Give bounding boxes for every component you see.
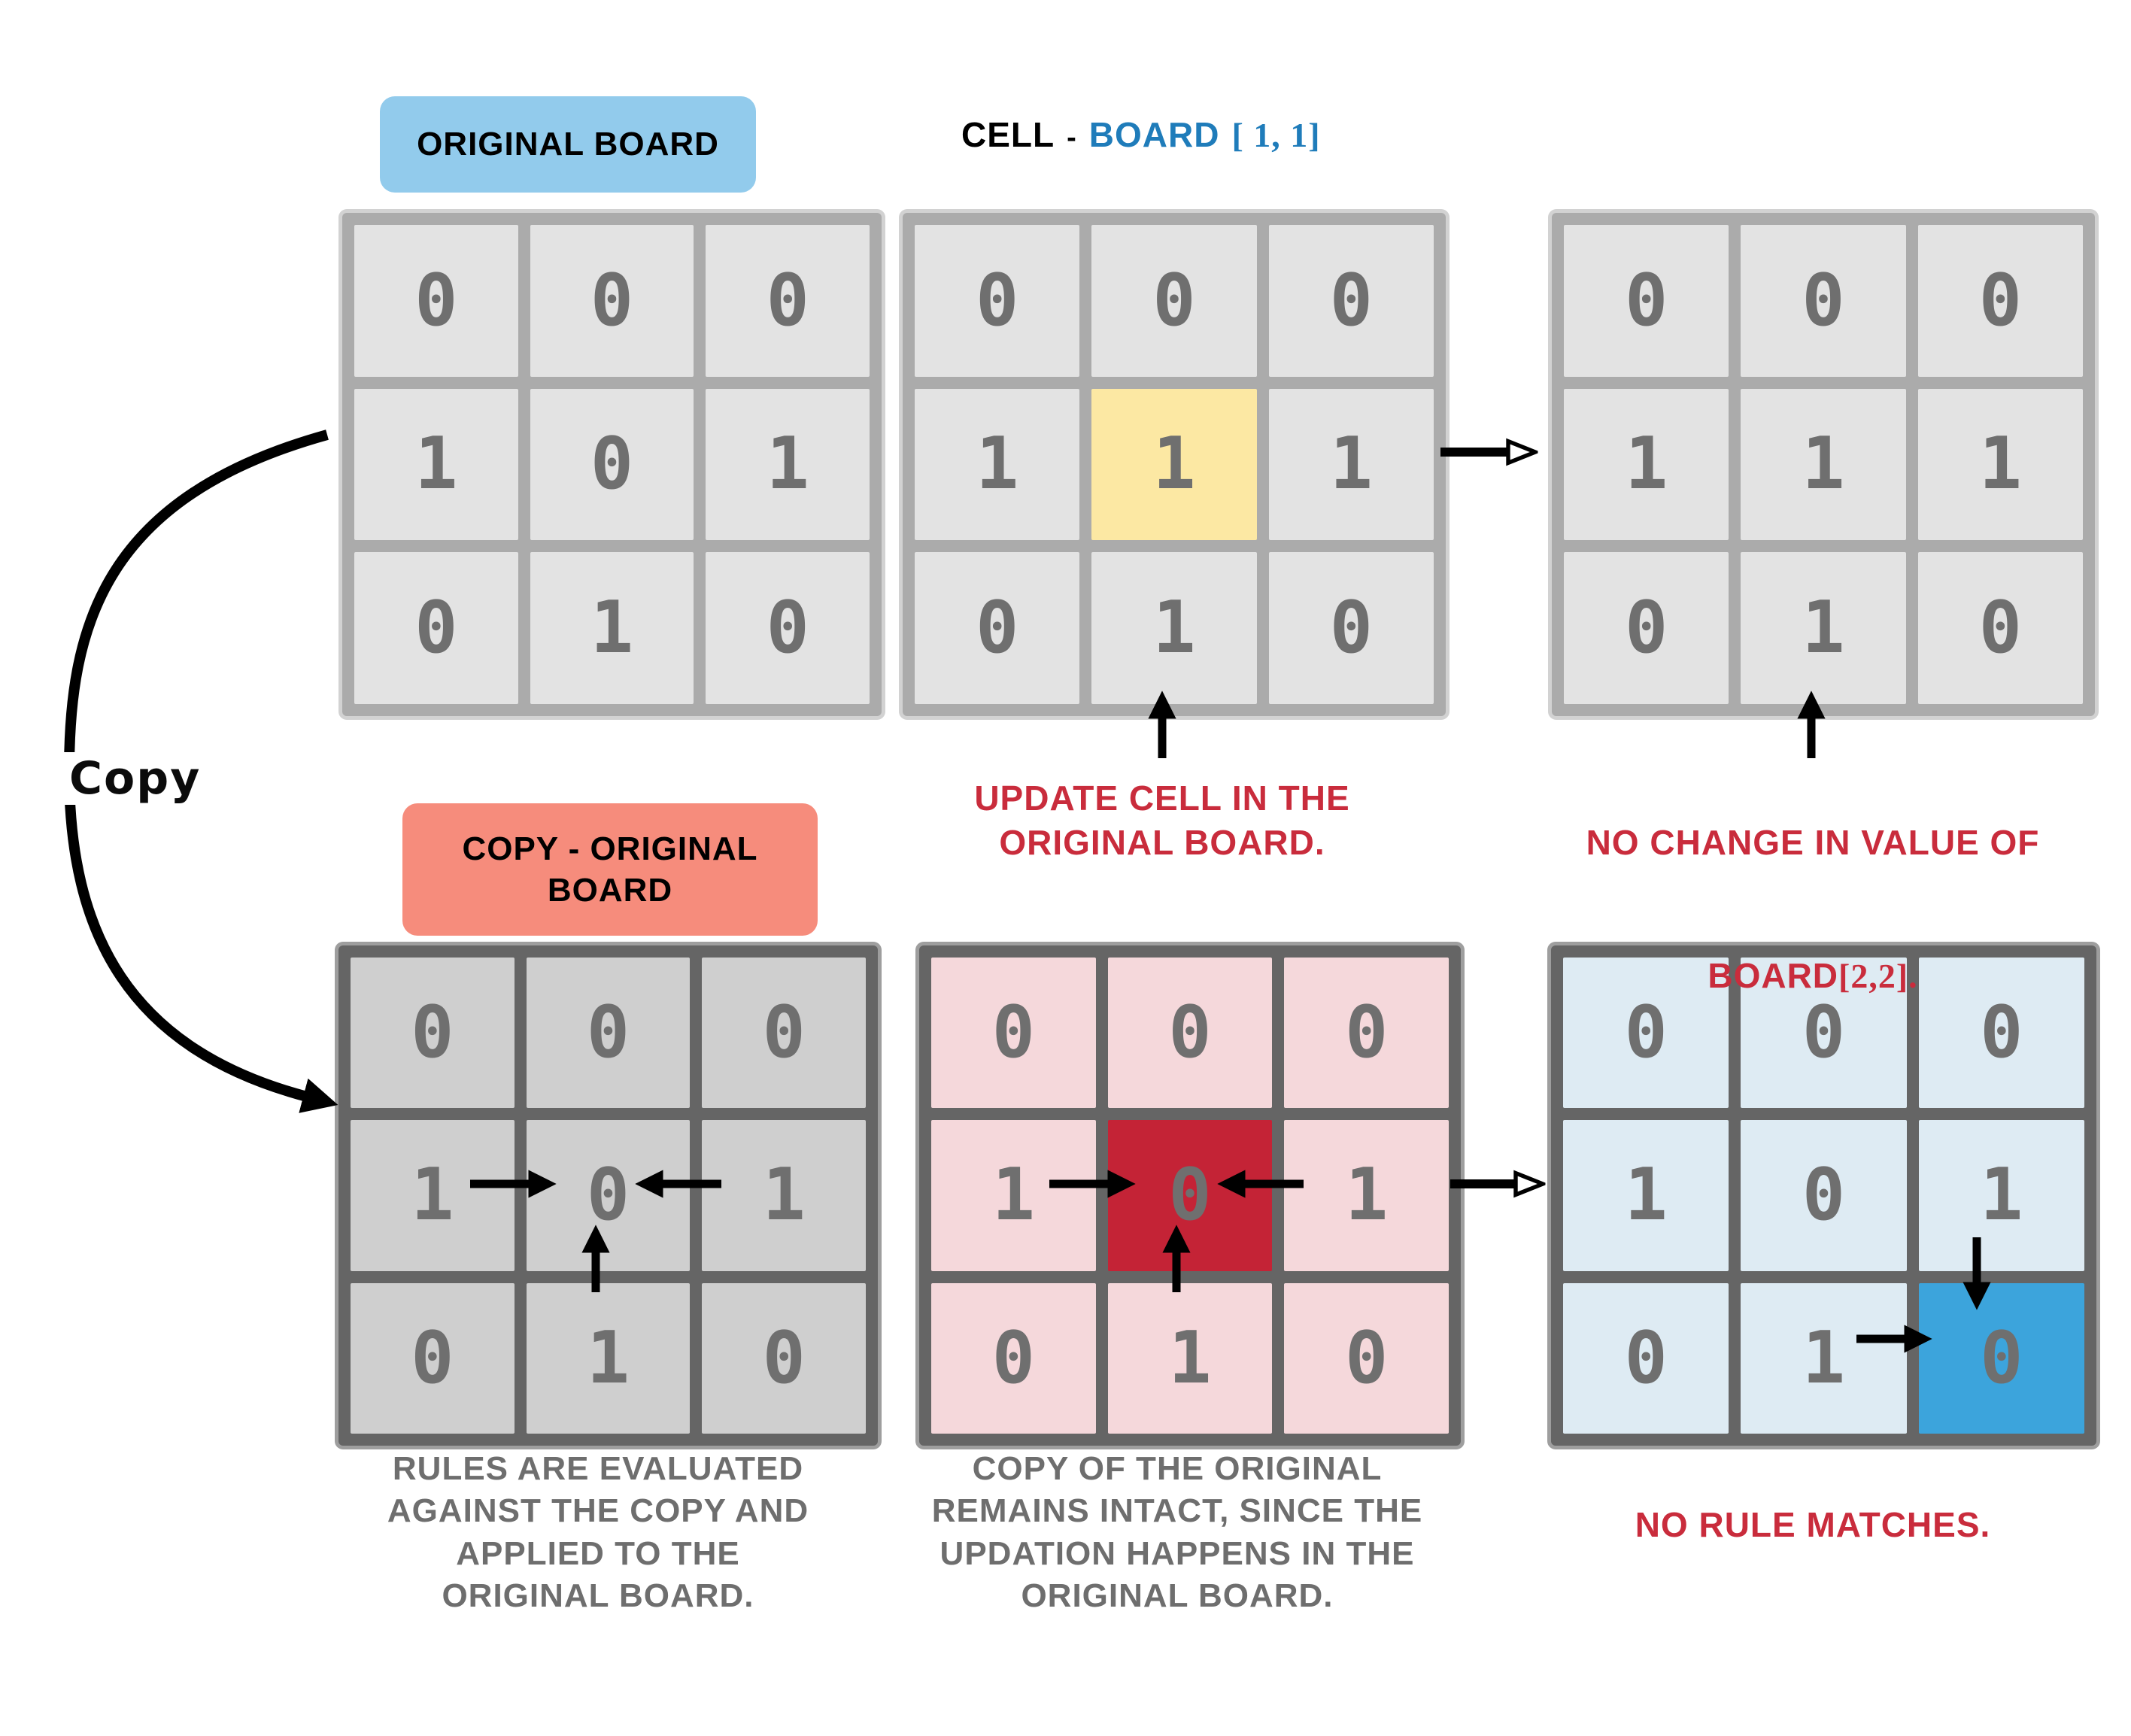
cell-r1c0: 1 [915, 388, 1080, 541]
cell-r1c1: 0 [1741, 1120, 1907, 1271]
cell-r0c2: 0 [706, 225, 870, 377]
cell-r0c0: 0 [1564, 225, 1729, 377]
cell-r1c1: 1 [1741, 388, 1906, 541]
cell-r2c0: 0 [354, 552, 518, 704]
cell-r2c2: 0 [706, 552, 870, 704]
cell-r0c2: 0 [702, 958, 866, 1109]
cell-r1c2: 1 [1284, 1120, 1449, 1271]
cell-r0c0: 0 [931, 958, 1096, 1109]
cell-r1c0: 1 [1564, 388, 1729, 541]
cell-r2c0: 0 [915, 552, 1080, 704]
cell-board-header: CELL - BOARD [ 1, 1] [961, 114, 1321, 155]
cell-r0c1: 0 [526, 958, 691, 1109]
cell-r2c1: 1 [1091, 552, 1257, 704]
original-board-label: ORIGINAL BOARD [380, 96, 756, 193]
cell-r2c0: 0 [1564, 552, 1729, 704]
cell-r0c1: 0 [1107, 958, 1273, 1109]
cell-r0c0: 0 [915, 225, 1080, 377]
no-change-index: [2,2]. [1838, 956, 1918, 995]
no-rule-matches-annotation: NO RULE MATCHES. [1635, 1505, 1991, 1544]
cell-r0c0: 0 [354, 225, 518, 377]
board-word: BOARD [1088, 115, 1220, 154]
cell-r1c2: 1 [1268, 388, 1434, 541]
cell-r1c1: 0 [530, 388, 694, 541]
cell-r0c1: 0 [1091, 225, 1257, 377]
board-index: [ 1, 1] [1231, 116, 1321, 154]
cell-word: CELL [961, 115, 1055, 154]
cell-r1c2: 1 [1918, 1120, 2084, 1271]
cell-r2c0: 0 [351, 1282, 515, 1434]
cell-r1c2: 1 [1917, 388, 2083, 541]
update-cell-annotation: UPDATE CELL IN THE ORIGINAL BOARD. [974, 778, 1350, 862]
board-copy-result: 0 0 0 1 0 1 0 1 0 [1551, 945, 2096, 1446]
copy-arrow-label: Copy [59, 752, 212, 805]
cell-r1c0: 1 [931, 1120, 1096, 1271]
board-copy-intact: 0 0 0 1 0 1 0 1 0 [919, 945, 1461, 1446]
cell-r2c1: 1 [1741, 1282, 1907, 1434]
no-change-annotation: NO CHANGE IN VALUE OF BOARD[2,2]. [1557, 776, 2069, 1043]
cell-r2c1: 1 [1741, 552, 1906, 704]
cell-r0c2: 0 [1918, 958, 2084, 1109]
cell-r2c1: 1 [526, 1282, 691, 1434]
cell-r0c2: 0 [1268, 225, 1434, 377]
cell-r0c1: 0 [1741, 225, 1906, 377]
cell-r1c2: 1 [706, 388, 870, 541]
cell-r2c2-highlighted: 0 [1918, 1282, 2084, 1434]
cell-r0c0: 0 [351, 958, 515, 1109]
cell-r2c0: 0 [1563, 1282, 1729, 1434]
board-updating: 0 0 0 1 1 1 0 1 0 [903, 213, 1446, 716]
no-change-board-word: BOARD [1708, 955, 1839, 995]
cell-r1c0: 1 [351, 1120, 515, 1271]
no-change-line1: NO CHANGE IN VALUE OF [1586, 822, 2040, 862]
cell-r2c2: 0 [702, 1282, 866, 1434]
cell-r1c2: 1 [702, 1120, 866, 1271]
cell-r2c1: 1 [1107, 1282, 1273, 1434]
cell-r2c2: 0 [1268, 552, 1434, 704]
cell-r0c2: 0 [1284, 958, 1449, 1109]
cell-r1c1: 0 [526, 1120, 691, 1271]
cell-r0c1: 0 [1741, 958, 1907, 1109]
cell-r1c1-highlighted: 0 [1107, 1120, 1273, 1271]
cell-r0c0: 0 [1563, 958, 1729, 1109]
board-copy: 0 0 0 1 0 1 0 1 0 [338, 945, 878, 1446]
board-result: 0 0 0 1 1 1 0 1 0 [1552, 213, 2095, 716]
cell-r1c1-highlighted: 1 [1091, 388, 1257, 541]
copy-board-label: COPY - ORIGINAL BOARD [402, 803, 818, 936]
cell-r1c0: 1 [354, 388, 518, 541]
cell-r2c0: 0 [931, 1282, 1096, 1434]
cell-r2c1: 1 [530, 552, 694, 704]
board-original: 0 0 0 1 0 1 0 1 0 [342, 213, 882, 716]
cell-r0c1: 0 [530, 225, 694, 377]
cell-r0c2: 0 [1917, 225, 2083, 377]
copy-intact-caption: COPY OF THE ORIGINAL REMAINS INTACT, SIN… [931, 1450, 1423, 1614]
cell-r2c2: 0 [1917, 552, 2083, 704]
no-change-line2: BOARD[2,2]. [1557, 909, 2069, 999]
copy-board-label-text: COPY - ORIGINAL BOARD [462, 830, 758, 909]
separator-dash: - [1067, 122, 1077, 153]
rules-evaluated-caption: RULES ARE EVALUATED AGAINST THE COPY AND… [387, 1450, 809, 1614]
cell-r2c2: 0 [1284, 1282, 1449, 1434]
cell-r1c0: 1 [1563, 1120, 1729, 1271]
